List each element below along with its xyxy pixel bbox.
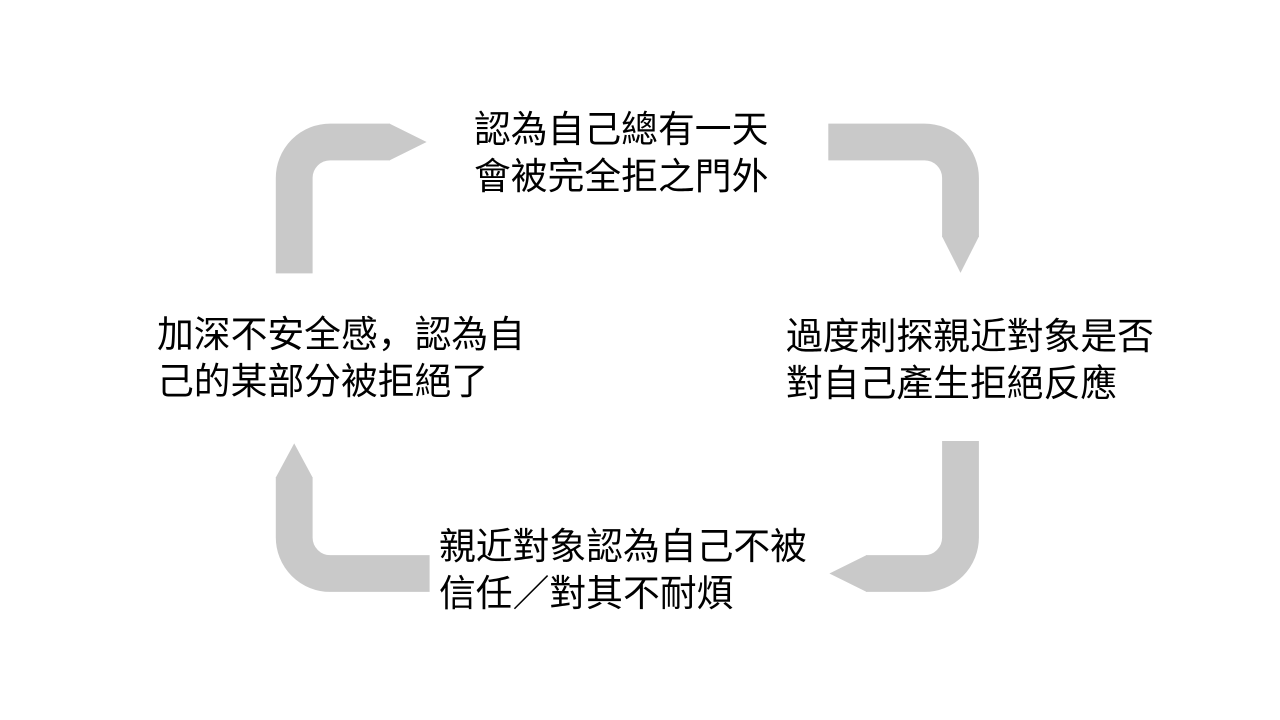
cycle-node-bottom-line2: 信任／對其不耐煩 [439, 572, 734, 614]
arrow-bottom-to-left [275, 443, 430, 592]
cycle-node-right: 過度刺探親近對象是否 對自己產生拒絕反應 [786, 314, 1154, 407]
arrow-top-to-right-shaft [828, 123, 979, 237]
arrow-left-to-top-shaft [275, 123, 390, 274]
cycle-node-right-line1: 過度刺探親近對象是否 [786, 316, 1154, 357]
arrow-top-to-right [828, 123, 979, 273]
arrow-left-to-top-head [389, 123, 427, 161]
arrow-left-to-top [275, 123, 427, 274]
cycle-node-left-line2: 己的某部分被拒絕了 [157, 360, 489, 402]
cycle-node-top-line1: 認為自己總有一天 [474, 109, 769, 150]
cycle-node-top-line2: 會被完全拒之門外 [474, 155, 769, 197]
arrow-right-to-bottom-head [829, 555, 867, 592]
cycle-node-bottom: 親近對象認為自己不被 信任／對其不耐煩 [439, 524, 807, 617]
cycle-node-bottom-line1: 親近對象認為自己不被 [439, 526, 807, 567]
arrow-bottom-to-left-head [275, 443, 313, 478]
arrow-right-to-bottom-shaft [866, 441, 979, 592]
arrow-bottom-to-left-shaft [275, 477, 430, 592]
arrow-top-to-right-head [942, 236, 979, 273]
cycle-node-right-line2: 對自己產生拒絕反應 [786, 362, 1118, 404]
arrow-right-to-bottom [829, 441, 979, 592]
cycle-node-left-line1: 加深不安全感，認為自 [157, 314, 525, 355]
cycle-node-left: 加深不安全感，認為自 己的某部分被拒絕了 [157, 312, 525, 405]
cycle-node-top: 認為自己總有一天 會被完全拒之門外 [474, 107, 768, 200]
